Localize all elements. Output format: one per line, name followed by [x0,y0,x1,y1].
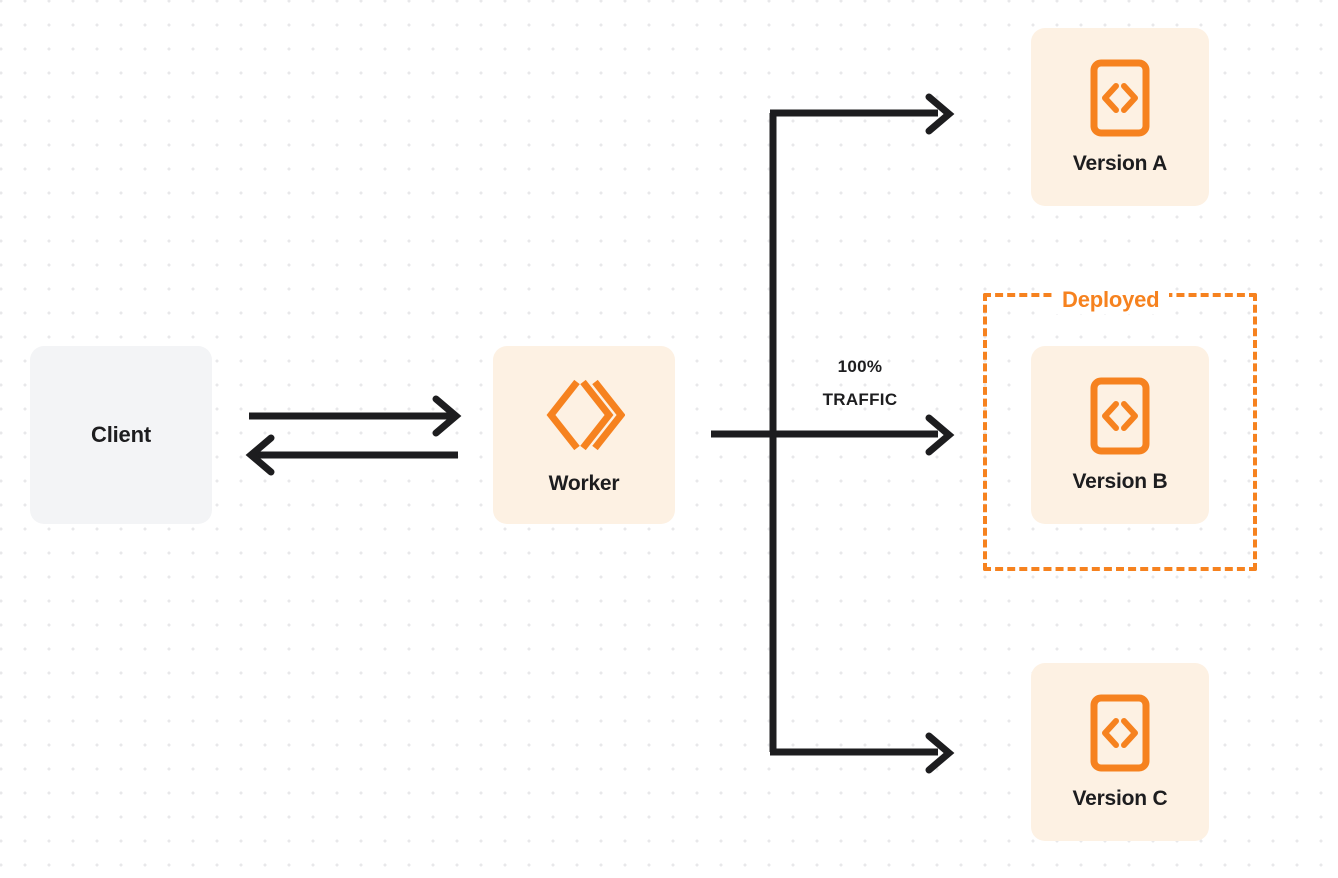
edge-worker-to-client [245,434,458,476]
code-file-icon [1089,376,1151,456]
node-version-c-label: Version C [1072,787,1168,810]
traffic-word: TRAFFIC [822,390,898,409]
node-version-c[interactable]: Version C [1031,663,1209,841]
node-worker[interactable]: Worker [493,346,675,524]
edge-client-to-worker [249,395,462,437]
node-version-b[interactable]: Version B [1031,346,1209,524]
node-version-b-label: Version B [1072,470,1168,493]
traffic-percent: 100% [837,357,883,376]
code-file-icon [1089,693,1151,773]
node-version-a-label: Version A [1072,152,1168,175]
workers-logo-icon [543,374,625,456]
edge-worker-to-version-c [770,732,955,774]
deployed-group-label: Deployed [1052,286,1170,314]
edge-worker-to-version-b [711,414,955,456]
node-version-a[interactable]: Version A [1031,28,1209,206]
edge-worker-to-version-a [770,93,955,135]
code-file-icon [1089,58,1151,138]
node-worker-label: Worker [548,472,620,495]
node-client-label: Client [91,422,151,447]
traffic-annotation: 100% TRAFFIC [790,350,930,416]
node-client[interactable]: Client [30,346,212,524]
